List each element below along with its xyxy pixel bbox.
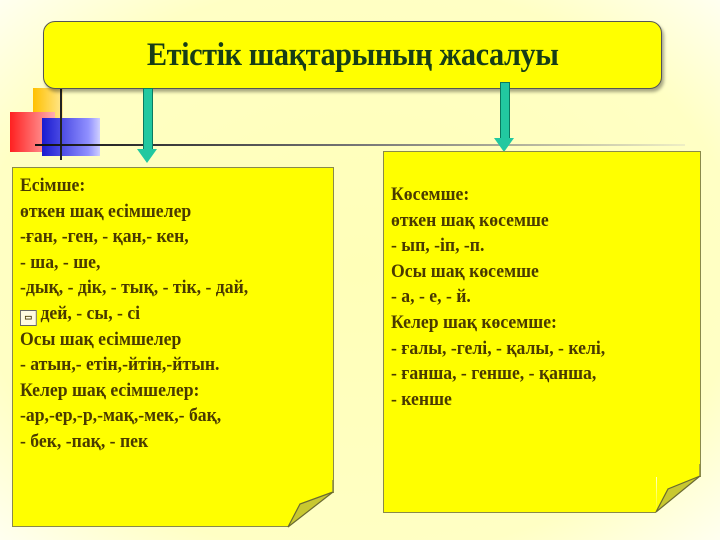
arrow-down-left: [137, 88, 157, 163]
text-line: Осы шақ көсемше: [391, 260, 539, 282]
text-line: - кенше: [391, 388, 452, 410]
text-line: - ғанша, - генше, - қанша,: [391, 363, 597, 385]
text-line: - а, - е, - й.: [391, 286, 471, 308]
folded-corner-right: [655, 464, 701, 513]
paste-options-icon[interactable]: ▭: [20, 309, 37, 326]
text-line: - ша, - ше,: [20, 251, 101, 273]
note-kosemshe: [383, 151, 701, 477]
text-line: Есімше:: [20, 175, 86, 196]
text-line: Келер шақ есімшелер:: [20, 379, 200, 401]
arrow-down-right: [494, 82, 514, 152]
decor-horizontal-line: [35, 144, 685, 146]
text-line: өткен шақ көсемше: [391, 209, 549, 231]
text-line: ▭дей, - сы, - сі: [20, 301, 248, 327]
note-esimshe-bottom: [12, 490, 289, 527]
text-line: - ып, -іп, -п.: [391, 235, 485, 257]
title-text: Етістік шақтарының жасалуы: [146, 36, 559, 73]
decor-vertical-line: [60, 86, 62, 160]
note-kosemshe-bottom: [383, 474, 656, 513]
text-line: - атын,- етін,-йтін,-йтын.: [20, 354, 220, 376]
text-line: -дық, - дік, - тық, - тік, - дай,: [20, 277, 249, 299]
folded-corner-left: [287, 480, 334, 528]
text-line: -ар,-ер,-р,-мақ,-мек,- бақ,: [20, 405, 222, 427]
note-esimshe: [12, 167, 334, 493]
text-line: - бек, -пақ, - пек: [20, 430, 149, 452]
text-line: -ған, -ген, - қан,- кен,: [20, 226, 189, 248]
text-line: Осы шақ есімшелер: [20, 328, 182, 350]
text-line: - ғалы, -гелі, - қалы, - келі,: [391, 337, 606, 359]
text-line: Келер шақ көсемше:: [391, 311, 557, 333]
text-line: өткен шақ есімшелер: [20, 200, 192, 222]
decor-blue-square: [42, 118, 100, 156]
title-box: Етістік шақтарының жасалуы: [43, 21, 662, 89]
text-line: Көсемше:: [391, 184, 470, 205]
